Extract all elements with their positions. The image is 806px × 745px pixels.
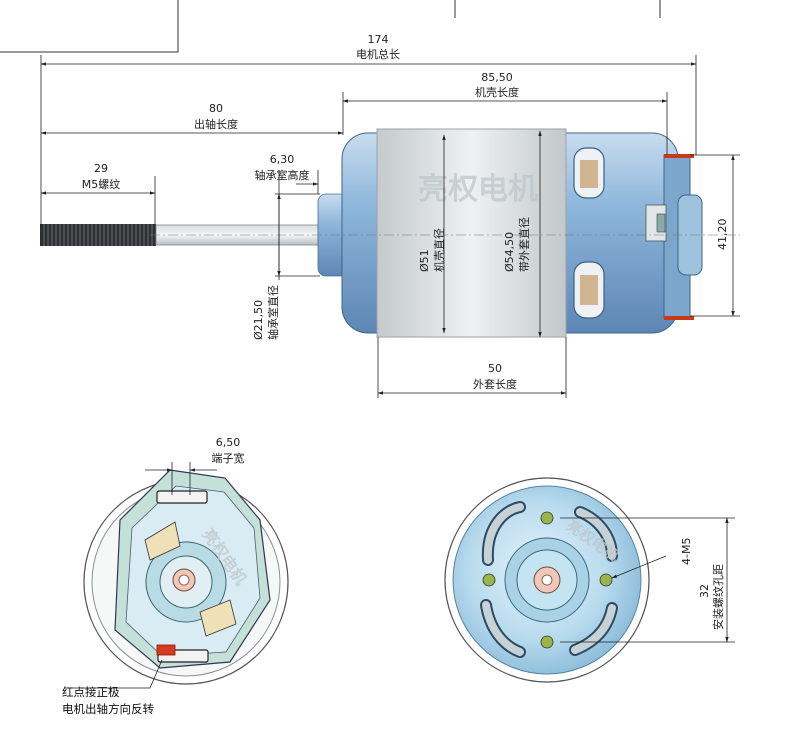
dimension-labels: 174 电机总长 85,50 机壳长度 80 出轴长度 29 M5螺纹 6,30…	[82, 33, 729, 391]
hole-spacing-dim	[560, 517, 735, 643]
dim-sleeve-len-label: 外套长度	[473, 377, 517, 391]
dim-housing-dia-value: Ø51	[418, 249, 431, 272]
red-dot-terminal	[156, 644, 176, 656]
terminal-positive	[664, 154, 694, 158]
motor-rear-view: 亮权电机	[83, 469, 289, 685]
dim-terminal-value: 6,50	[216, 436, 241, 449]
note-line-1: 红点接正极	[62, 685, 120, 699]
dim-hole-spacing-label: 安装螺纹孔距	[711, 564, 725, 630]
dim-bearing-height-label: 轴承室高度	[255, 168, 310, 182]
dim-hole-spacing-value: 32	[698, 584, 711, 598]
dim-shaft-value: 80	[209, 102, 223, 115]
dim-housing-dia-label: 机壳直径	[432, 228, 446, 272]
dim-bearing-height-value: 6,30	[270, 153, 295, 166]
dim-total-label: 电机总长	[356, 47, 400, 61]
dim-sleeve-dia-value: Ø54,50	[503, 232, 516, 272]
dim-sleeve-len-value: 50	[488, 362, 502, 375]
dim-bearing-dia-label: 轴承室直径	[266, 285, 280, 340]
terminal-negative	[664, 316, 694, 320]
dim-end-height-value: 41,20	[716, 219, 729, 251]
note-line-2: 电机出轴方向反转	[62, 702, 154, 716]
dim-mount-thread: 4-M5	[680, 538, 693, 565]
dim-housing-value: 85,50	[481, 71, 513, 84]
motor-side-view: 亮权电机	[40, 128, 740, 338]
motor-front-view: 亮权电机	[444, 477, 650, 683]
dim-thread-value: 29	[94, 162, 108, 175]
terminal-width-dim	[145, 462, 217, 495]
thread-section	[40, 224, 156, 246]
outer-sleeve	[376, 128, 567, 338]
dim-thread-label: M5螺纹	[82, 177, 121, 191]
title-frame	[0, 0, 661, 53]
dim-shaft-label: 出轴长度	[194, 117, 238, 131]
dim-total-value: 174	[368, 33, 389, 46]
dimension-lines	[40, 55, 740, 398]
dim-housing-label: 机壳长度	[475, 85, 519, 99]
dim-sleeve-dia-label: 带外套直径	[517, 217, 531, 272]
dim-bearing-dia-value: Ø21,50	[252, 300, 265, 340]
dim-terminal-label: 端子宽	[212, 451, 245, 465]
watermark-side: 亮权电机	[418, 172, 538, 207]
